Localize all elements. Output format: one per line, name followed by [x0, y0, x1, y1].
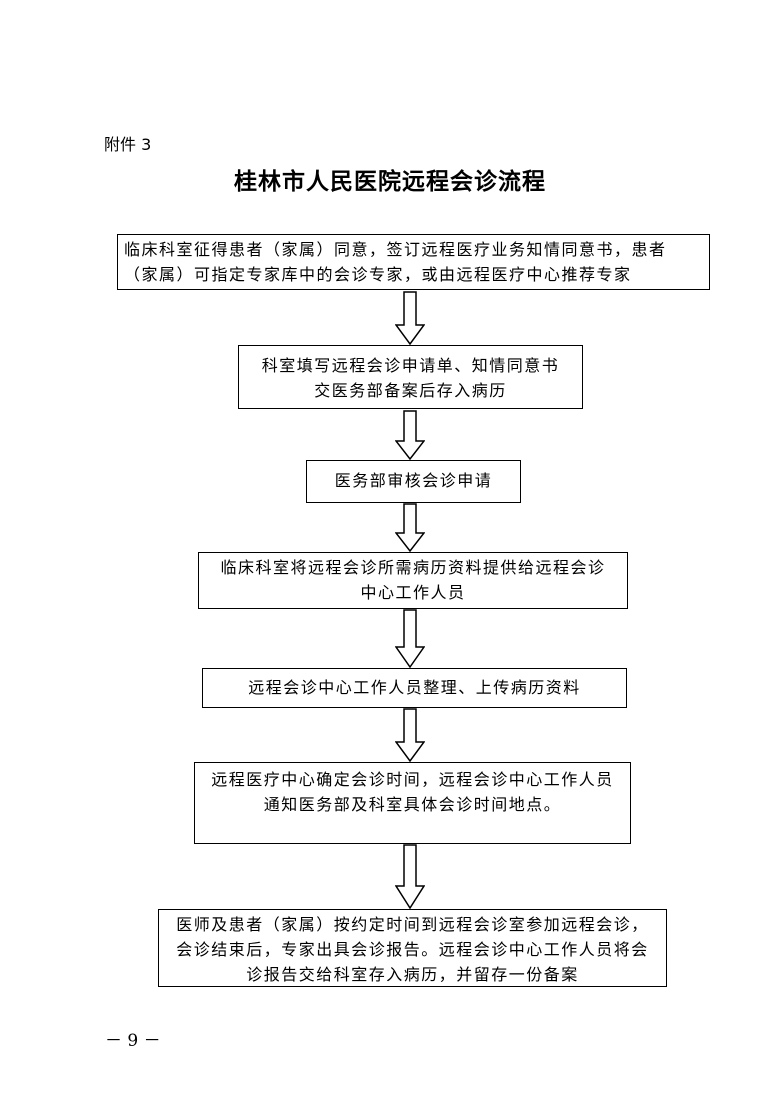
flow-step-1: 临床科室征得患者（家属）同意，签订远程医疗业务知情同意书，患者 （家属）可指定专…: [117, 234, 710, 290]
flow-step-4-line-2: 中心工作人员: [360, 583, 466, 602]
page-title: 桂林市人民医院远程会诊流程: [234, 168, 546, 195]
flow-step-2: 科室填写远程会诊申请单、知情同意书 交医务部备案后存入病历: [238, 345, 583, 409]
down-arrow-icon: [395, 410, 425, 460]
flow-step-2-line-2: 交医务部备案后存入病历: [314, 381, 507, 400]
flow-step-2-line-1: 科室填写远程会诊申请单、知情同意书: [261, 356, 560, 375]
flow-step-5-line-1: 远程会诊中心工作人员整理、上传病历资料: [248, 678, 581, 697]
flow-step-6-line-1: 远程医疗中心确定会诊时间，远程会诊中心工作人员: [211, 770, 614, 789]
flow-step-7-line-2: 会诊结束后，专家出具会诊报告。远程会诊中心工作人员将会: [176, 940, 649, 959]
flow-step-4-line-1: 临床科室将远程会诊所需病历资料提供给远程会诊: [220, 558, 606, 577]
flow-step-1-line-1: 临床科室征得患者（家属）同意，签订远程医疗业务知情同意书，患者: [124, 240, 667, 259]
flow-step-3: 医务部审核会诊申请: [306, 460, 521, 503]
flow-step-7: 医师及患者（家属）按约定时间到远程会诊室参加远程会诊， 会诊结束后，专家出具会诊…: [158, 909, 667, 987]
down-arrow-icon: [395, 503, 425, 552]
flow-step-7-line-1: 医师及患者（家属）按约定时间到远程会诊室参加远程会诊，: [176, 915, 649, 934]
attachment-label: 附件 3: [104, 135, 152, 154]
flow-step-5: 远程会诊中心工作人员整理、上传病历资料: [202, 668, 627, 708]
down-arrow-icon: [395, 708, 425, 762]
flow-step-3-line-1: 医务部审核会诊申请: [334, 471, 493, 490]
flow-step-6-line-2: 通知医务部及科室具体会诊时间地点。: [263, 795, 562, 814]
flow-step-1-line-2: （家属）可指定专家库中的会诊专家，或由远程医疗中心推荐专家: [124, 265, 632, 284]
down-arrow-icon: [395, 291, 425, 345]
flow-step-7-line-3: 诊报告交给科室存入病历，并留存一份备案: [246, 965, 579, 984]
flow-step-6: 远程医疗中心确定会诊时间，远程会诊中心工作人员 通知医务部及科室具体会诊时间地点…: [194, 762, 631, 844]
page-number: － 9 －: [105, 1031, 161, 1051]
flow-step-4: 临床科室将远程会诊所需病历资料提供给远程会诊 中心工作人员: [198, 552, 628, 609]
down-arrow-icon: [395, 844, 425, 909]
down-arrow-icon: [395, 609, 425, 668]
